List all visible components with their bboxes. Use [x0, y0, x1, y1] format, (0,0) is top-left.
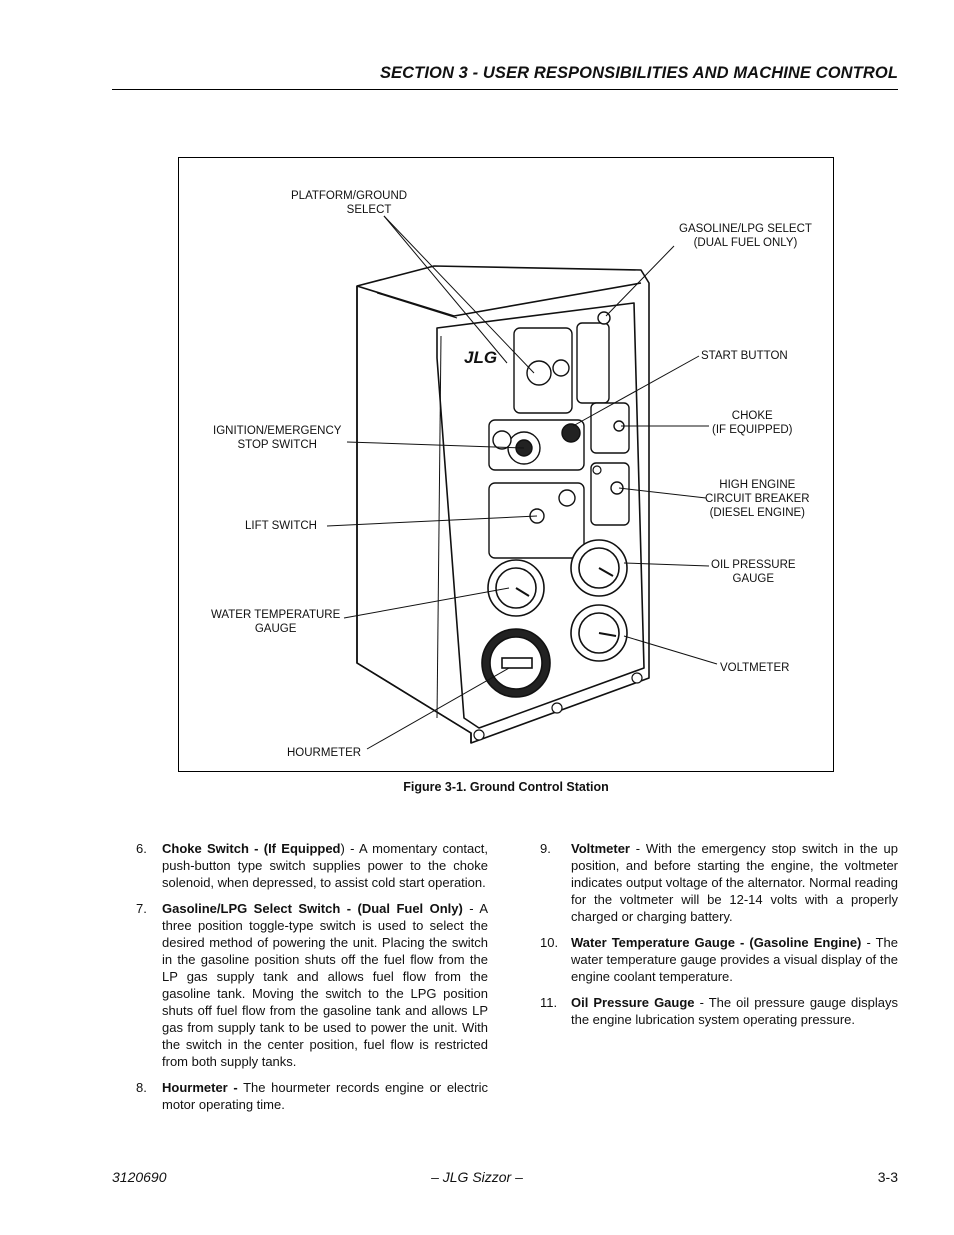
item-term: Choke Switch - (If Equipped — [162, 841, 341, 856]
item-term: Hourmeter - — [162, 1080, 238, 1095]
item-text: - With the emergency stop switch in the … — [571, 841, 898, 924]
leader-start-button — [572, 355, 700, 427]
item-term: Gasoline/LPG Select Switch - (Dual Fuel … — [162, 901, 463, 916]
fuel-select-panel — [576, 322, 610, 404]
leader-gasoline-lpg — [605, 245, 675, 317]
item-text: ) - A momentary contact, push-button typ… — [162, 841, 488, 890]
item-term: Oil Pressure Gauge — [571, 995, 695, 1010]
bolt — [592, 465, 602, 475]
callout-voltmeter: VOLTMETER — [720, 662, 790, 674]
list-item: 11. Oil Pressure Gauge - The oil pressur… — [540, 994, 898, 1028]
box-top-edge — [356, 282, 642, 317]
callout-oil-pressure-gauge: OIL PRESSURE GAUGE — [711, 559, 796, 585]
callout-choke: CHOKE (IF EQUIPPED) — [712, 410, 793, 436]
choke-panel — [590, 402, 630, 454]
leader-ignition — [346, 441, 525, 449]
callout-water-temperature-gauge: WATER TEMPERATURE GAUGE — [211, 609, 341, 635]
item-term: Water Temperature Gauge - (Gasoline Engi… — [571, 935, 862, 950]
leader-oil-pressure — [623, 562, 710, 567]
callout-platform-ground-select: PLATFORM/GROUND SELECT — [291, 190, 408, 216]
callout-hourmeter: HOURMETER — [287, 747, 362, 759]
list-item: 10. Water Temperature Gauge - (Gasoline … — [540, 934, 898, 985]
callout-high-engine-breaker: HIGH ENGINE CIRCUIT BREAKER (DIESEL ENGI… — [705, 479, 810, 519]
leader-breaker — [618, 487, 707, 499]
figure-caption: Figure 3-1. Ground Control Station — [403, 780, 609, 794]
footer-page-number: 3-3 — [877, 1169, 898, 1185]
item-number: 11. — [540, 995, 558, 1010]
list-item: 6. Choke Switch - (If Equipped) - A mome… — [136, 840, 488, 891]
callout-gasoline-lpg-select: GASOLINE/LPG SELECT (DUAL FUEL ONLY) — [679, 223, 812, 249]
footer-doc-number: 3120690 — [112, 1169, 167, 1185]
callout-lift-switch: LIFT SWITCH — [245, 520, 317, 532]
list-item: 7. Gasoline/LPG Select Switch - (Dual Fu… — [136, 900, 488, 1070]
breaker-panel — [590, 462, 630, 526]
bolt — [551, 702, 563, 714]
item-number: 7. — [136, 901, 147, 916]
leader-voltmeter — [623, 635, 718, 665]
list-item: 9. Voltmeter - With the emergency stop s… — [540, 840, 898, 925]
list-item: 8. Hourmeter - The hourmeter records eng… — [136, 1079, 488, 1113]
item-number: 10. — [540, 935, 559, 950]
right-column: 9. Voltmeter - With the emergency stop s… — [540, 840, 898, 1037]
leader-lift-switch — [326, 515, 538, 527]
section-title: SECTION 3 - USER RESPONSIBILITIES AND MA… — [379, 64, 898, 82]
item-text: - The oil pressure gauge displays the en… — [571, 995, 898, 1027]
platform-select-knob — [526, 360, 552, 386]
header-rule — [112, 89, 898, 90]
bolt — [631, 672, 643, 684]
leader-platform-ground-select — [383, 215, 535, 374]
leader-platform-ground-select-2 — [383, 215, 508, 364]
left-column: 6. Choke Switch - (If Equipped) - A mome… — [136, 840, 488, 1122]
item-term: Voltmeter — [571, 841, 630, 856]
leader-hourmeter — [366, 667, 510, 750]
start-button — [561, 423, 581, 443]
item-number: 9. — [540, 841, 551, 856]
item-text: - The water temperature gauge provides a… — [571, 935, 898, 984]
item-number: 6. — [136, 841, 147, 856]
item-text: The hourmeter records engine or electric… — [162, 1080, 488, 1112]
figure-ground-control-station: JLG PLATFORM/GROUND SELECT GASOLINE/LPG … — [178, 157, 834, 772]
item-number: 8. — [136, 1080, 147, 1095]
item-text: - A three position toggle-type switch is… — [162, 901, 488, 1069]
callout-start-button: START BUTTON — [701, 350, 788, 362]
box-side-panel — [356, 286, 472, 743]
bolt — [473, 729, 485, 741]
leader-water-temp — [343, 587, 510, 619]
control-box-illustration: JLG — [326, 215, 718, 750]
callout-ignition-emergency-stop: IGNITION/EMERGENCY STOP SWITCH — [213, 425, 342, 451]
footer-product: – JLG Sizzor – — [431, 1169, 523, 1185]
jlg-logo: JLG — [464, 348, 497, 367]
